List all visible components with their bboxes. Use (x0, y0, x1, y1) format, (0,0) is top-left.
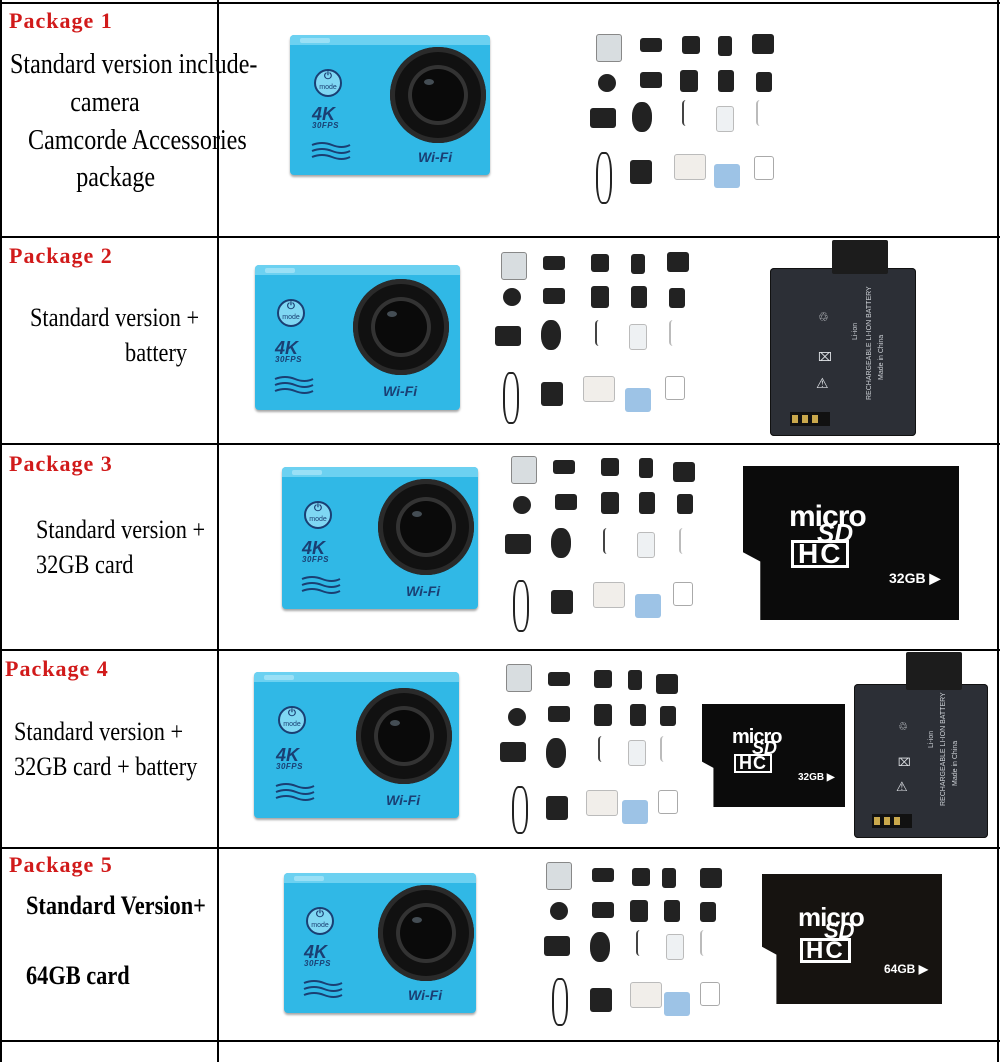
no-disposal-icon: ⌧ (818, 350, 832, 364)
wifi-label: Wi-Fi (386, 792, 421, 808)
table-border-left (0, 0, 2, 1062)
no-disposal-icon: ⌧ (898, 756, 911, 769)
wifi-label: Wi-Fi (406, 583, 441, 599)
microsd-logo: micro (789, 500, 867, 533)
battery-image: ♲ ⌧ ⚠ Li-ion RECHARGEABLE LI-ION BATTERY… (770, 240, 916, 436)
table-border-bottom (0, 1040, 1000, 1042)
microsd-logo: micro (798, 902, 865, 932)
microsd-card-image: micro SD HC 64GB ▶ (762, 874, 942, 1004)
lens-icon (356, 688, 452, 784)
package-description: Standard version include- camera Camcord… (10, 49, 258, 194)
package-description: Standard version + battery (30, 303, 200, 368)
battery-origin-label: Made in China (878, 334, 885, 380)
wifi-label: Wi-Fi (383, 383, 418, 399)
package-description: Standard Version+ 64GB card (26, 891, 206, 991)
sd-logo: SD (752, 738, 778, 758)
power-icon: ⏻mode (278, 706, 306, 734)
table-border-right (997, 0, 999, 1062)
row-divider (0, 847, 1000, 849)
battery-label: RECHARGEABLE LI-ION BATTERY (866, 286, 873, 400)
microsd-card-image: micro SD HC 32GB ▶ (702, 704, 845, 807)
wifi-label: Wi-Fi (418, 149, 453, 165)
warning-icon: ⚠ (896, 780, 908, 795)
warning-icon: ⚠ (816, 376, 829, 392)
microsd-card-image: micro SD HC 32GB ▶ (743, 466, 959, 620)
accessories-image (540, 858, 740, 1030)
power-icon: ⏻mode (304, 501, 332, 529)
battery-type-label: Li-ion (852, 322, 859, 340)
battery-origin-label: Made in China (952, 740, 959, 786)
battery-type-label: Li-ion (928, 730, 935, 748)
column-divider (217, 0, 219, 1062)
accessories-image (505, 452, 705, 632)
power-icon: ⏻mode (306, 907, 334, 935)
card-capacity-label: 32GB ▶ (889, 570, 941, 586)
power-icon: ⏻mode (314, 69, 342, 97)
hc-logo: HC (734, 754, 772, 773)
hc-logo: HC (800, 938, 851, 963)
power-icon: ⏻mode (277, 299, 305, 327)
row-divider (0, 236, 1000, 238)
accessories-image (495, 248, 695, 428)
package-description: Standard version + 32GB card (36, 515, 206, 580)
row-divider (0, 443, 1000, 445)
waves-icon (275, 783, 315, 801)
lens-icon (353, 279, 449, 375)
lens-icon (378, 885, 474, 981)
table-border-top (0, 2, 1000, 4)
waves-icon (274, 376, 314, 394)
accessories-image (500, 660, 700, 836)
recycle-icon: ♲ (898, 720, 908, 733)
card-capacity-label: 64GB ▶ (884, 962, 928, 976)
lens-icon (378, 479, 474, 575)
package-title: Package 4 (5, 656, 109, 681)
package-title: Package 2 (9, 243, 113, 268)
lens-icon (390, 47, 486, 143)
accessories-image (590, 30, 790, 205)
row-divider (0, 649, 1000, 651)
wifi-label: Wi-Fi (408, 987, 443, 1003)
waves-icon (311, 142, 351, 160)
recycle-icon: ♲ (818, 310, 829, 324)
waves-icon (303, 980, 343, 998)
battery-image: ♲ ⌧ ⚠ Li-ion RECHARGEABLE LI-ION BATTERY… (854, 652, 988, 838)
package-description: Standard version + 32GB card + battery (14, 717, 198, 782)
package-title: Package 1 (9, 8, 113, 33)
microsd-logo: micro (732, 726, 782, 748)
waves-icon (301, 576, 341, 594)
battery-label: RECHARGEABLE LI-ION BATTERY (940, 692, 947, 806)
package-title: Package 3 (9, 451, 113, 476)
package-title: Package 5 (9, 852, 113, 877)
hc-logo: HC (791, 540, 850, 568)
card-capacity-label: 32GB ▶ (798, 772, 835, 783)
